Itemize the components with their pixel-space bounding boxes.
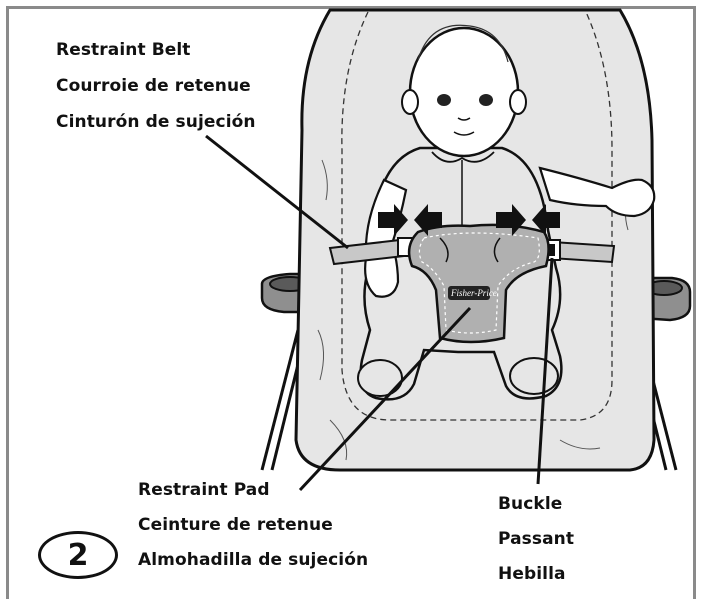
label-restraint-pad-fr: Ceinture de retenue [138, 515, 333, 535]
label-restraint-belt-en: Restraint Belt [56, 40, 191, 60]
label-restraint-belt-es: Cinturón de sujeción [56, 112, 256, 132]
label-restraint-pad-en: Restraint Pad [138, 480, 270, 500]
baby-eye-right [479, 94, 493, 106]
label-restraint-pad-es: Almohadilla de sujeción [138, 550, 368, 570]
baby-eye-left [437, 94, 451, 106]
baby-ear-left [402, 90, 418, 114]
label-buckle-fr: Passant [498, 529, 574, 549]
baby-foot-right [510, 358, 558, 394]
baby-ear-right [510, 90, 526, 114]
fisher-price-logo-text: Fisher-Price [450, 288, 497, 298]
label-buckle-es: Hebilla [498, 564, 566, 584]
label-buckle-en: Buckle [498, 494, 562, 514]
step-number-badge: 2 [38, 531, 118, 579]
baby-foot-left [358, 360, 402, 396]
label-restraint-belt-fr: Courroie de retenue [56, 76, 251, 96]
